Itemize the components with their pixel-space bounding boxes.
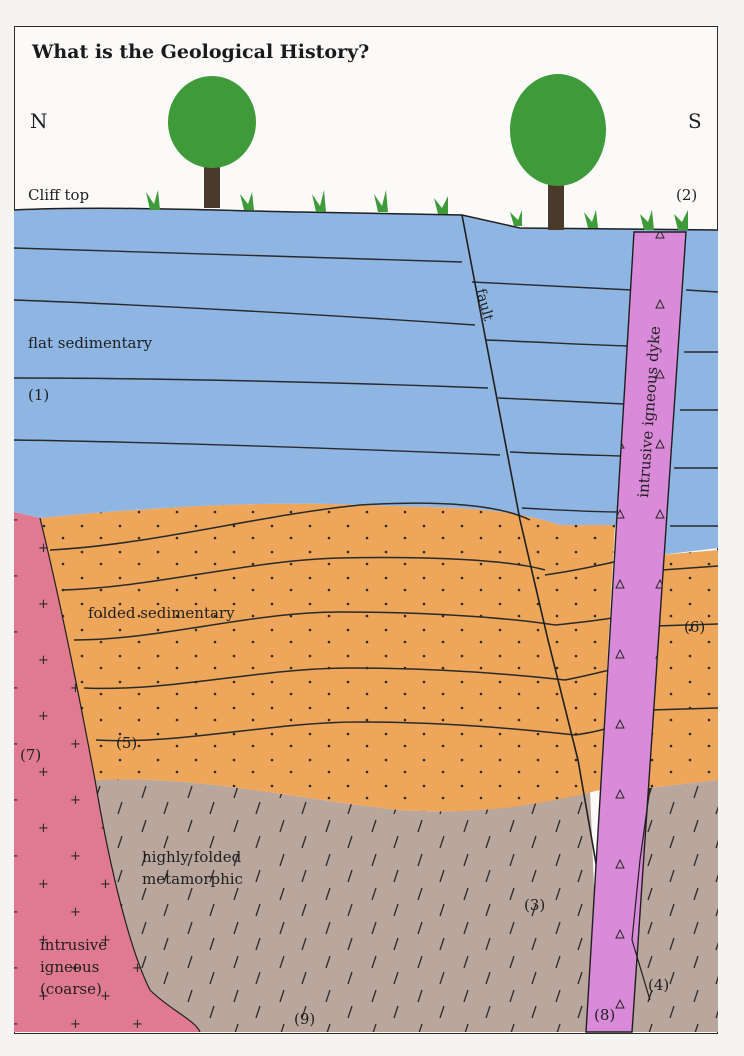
tree-right — [510, 74, 606, 230]
cliff-top-label: Cliff top — [28, 186, 89, 204]
marker-4: (4) — [648, 976, 669, 994]
marker-1: (1) — [28, 386, 49, 404]
south-label: S — [688, 109, 702, 133]
page-title: What is the Geological History? — [31, 41, 369, 63]
metamorphic-label-1: highly folded — [142, 848, 242, 866]
marker-7: (7) — [20, 746, 41, 764]
marker-6: (6) — [684, 618, 705, 636]
marker-3: (3) — [524, 896, 545, 914]
marker-5: (5) — [116, 734, 137, 752]
marker-9: (9) — [294, 1010, 315, 1028]
flat-sedimentary-layer — [14, 208, 718, 555]
marker-8: (8) — [594, 1006, 615, 1024]
metamorphic-pattern — [95, 779, 600, 1032]
grass-tufts — [146, 190, 688, 230]
intrusive-label-3: (coarse) — [40, 980, 102, 998]
folded-sedimentary-label: folded sedimentary — [88, 604, 235, 622]
marker-2: (2) — [676, 186, 697, 204]
fault-line — [461, 214, 599, 876]
intrusive-label-1: intrusive — [40, 936, 107, 954]
intrusive-label-2: igneous — [40, 958, 99, 976]
flat-bed-lines — [13, 247, 501, 456]
flat-sedimentary-label: flat sedimentary — [28, 334, 153, 352]
north-label: N — [30, 109, 48, 133]
tree-left — [168, 76, 256, 208]
metamorphic-label-2: metamorphic — [142, 870, 243, 888]
